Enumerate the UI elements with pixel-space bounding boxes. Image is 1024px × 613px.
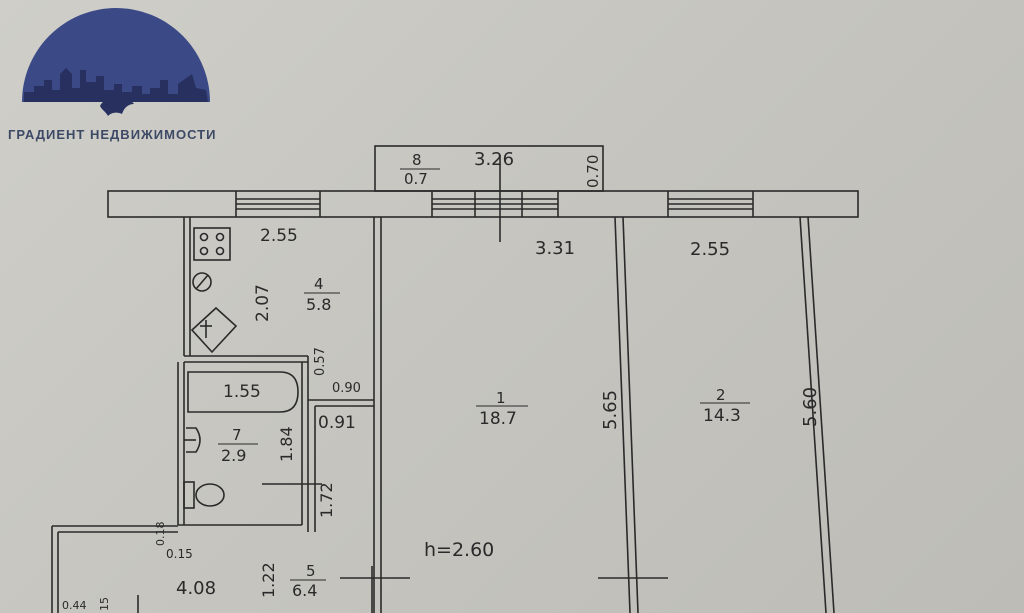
bath-length: 1.55 xyxy=(223,382,261,402)
bathtub xyxy=(187,371,299,413)
small-dim-a: 0.18 xyxy=(154,522,167,547)
kitchen-length: 2.07 xyxy=(253,284,273,322)
small-dim-b: 0.15 xyxy=(166,547,193,561)
room-5-area: 6.4 xyxy=(292,581,317,600)
logo-brand-text: ГРАДИЕНТ НЕДВИЖИМОСТИ xyxy=(8,127,216,142)
room-2-number: 2 xyxy=(716,386,726,404)
plan-labels: 8 0.7 3.26 0.70 2.55 2.07 4 5.8 0.57 0.9… xyxy=(62,149,821,612)
window-left xyxy=(235,191,321,217)
company-logo: ГРАДИЕНТ НЕДВИЖИМОСТИ xyxy=(8,8,216,142)
stove xyxy=(193,227,231,261)
bath-gap: 0.57 xyxy=(313,347,328,376)
kitchen-sink xyxy=(192,272,212,292)
room-7-number: 7 xyxy=(232,426,242,444)
sink xyxy=(186,427,201,453)
room-8-area: 0.7 xyxy=(404,170,428,188)
bath-height: 1.84 xyxy=(277,426,296,462)
room-4-number: 4 xyxy=(314,275,324,293)
toilet-bowl xyxy=(195,483,225,507)
room-1-number: 1 xyxy=(496,389,506,407)
room-1-area: 18.7 xyxy=(479,409,517,429)
window-center xyxy=(431,191,559,217)
logo-skyline xyxy=(24,68,208,102)
small-dim-c: 0.44 xyxy=(62,599,87,612)
plan-lines xyxy=(51,145,859,613)
wc-height: 1.72 xyxy=(317,482,336,518)
wall-room1-room2 xyxy=(614,216,631,613)
wall-room2-right xyxy=(799,216,827,613)
hall-width: 4.08 xyxy=(176,578,216,599)
room-2-area: 14.3 xyxy=(703,406,741,426)
wc-width: 0.91 xyxy=(318,413,356,433)
room-8-number: 8 xyxy=(412,151,422,169)
hall-depth: 1.22 xyxy=(259,562,278,598)
balcony-length: 3.26 xyxy=(474,149,514,170)
room1-length: 5.65 xyxy=(600,390,621,430)
exterior-wall xyxy=(107,190,859,218)
small-dim-d: 15 xyxy=(98,597,111,611)
room1-width: 3.31 xyxy=(535,238,575,259)
balcony-depth: 0.70 xyxy=(584,155,602,188)
toilet-tank xyxy=(183,481,195,509)
logo-bird-icon xyxy=(100,97,134,116)
room2-width: 2.55 xyxy=(690,239,730,260)
window-right xyxy=(667,191,754,217)
room2-length: 5.60 xyxy=(800,387,821,427)
room-4-area: 5.8 xyxy=(306,295,331,314)
bath-door: 0.90 xyxy=(332,381,361,396)
kitchen-width: 2.55 xyxy=(260,226,298,246)
water-heater xyxy=(190,306,238,354)
ceiling-height: h=2.60 xyxy=(424,539,494,561)
room-5-number: 5 xyxy=(306,562,316,580)
room-7-area: 2.9 xyxy=(221,446,246,465)
